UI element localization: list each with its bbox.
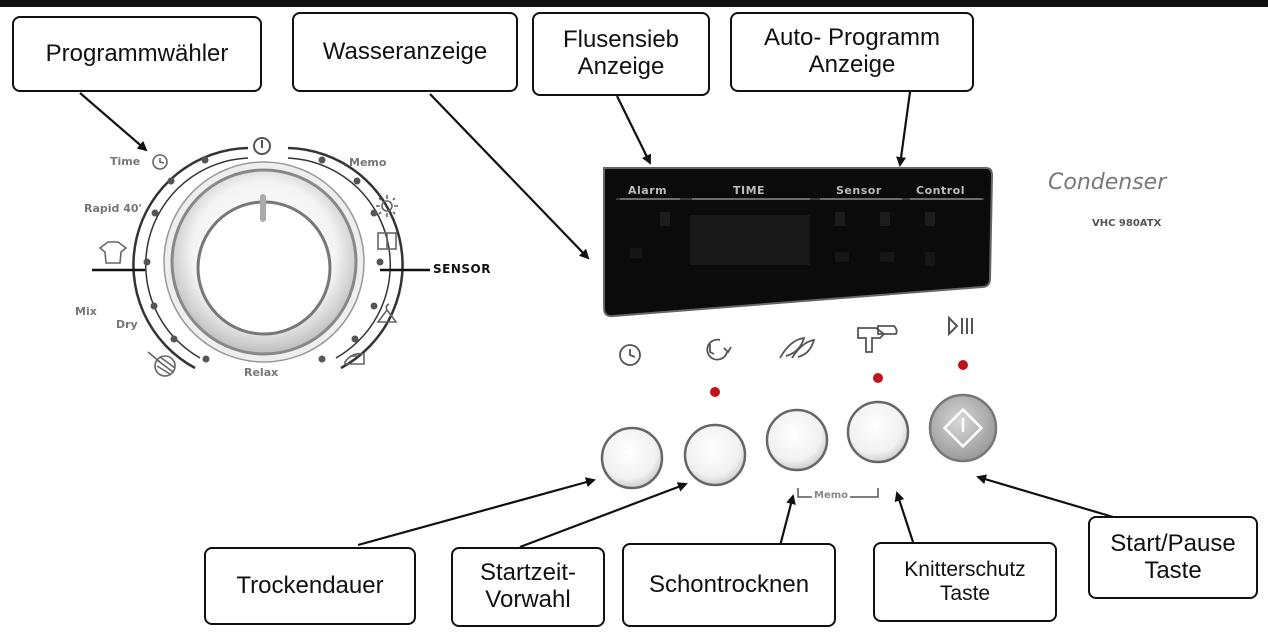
start-led: [958, 360, 968, 370]
dial-label-sensor: SENSOR: [433, 262, 491, 276]
display-label-sensor: Sensor: [836, 184, 882, 197]
clock-icon: [152, 154, 168, 170]
dial-label-memo: Memo: [349, 156, 387, 169]
hanger-icon: [376, 303, 398, 323]
iron-icon: [344, 352, 365, 365]
start-pause-button[interactable]: [928, 393, 998, 463]
dial-label-dry: Dry: [116, 318, 138, 331]
dial-label-time: Time: [110, 155, 141, 168]
top-border: [0, 0, 1268, 7]
display-label-alarm: Alarm: [628, 184, 668, 197]
callout-trockendauer: Trockendauer: [204, 547, 416, 625]
callout-programmwaehler: Programmwähler: [12, 16, 262, 92]
dial-label-mix: Mix: [75, 305, 97, 318]
gentle-dry-button[interactable]: [765, 408, 829, 472]
drying-time-button[interactable]: [600, 426, 664, 490]
feather-icon: [779, 336, 816, 359]
callout-wasseranzeige: Wasseranzeige: [292, 12, 518, 92]
brand-name: Condenser: [1048, 170, 1167, 195]
dial-label-relax: Relax: [244, 366, 279, 379]
callout-schontrocknen: Schontrocknen: [622, 543, 836, 627]
callout-start-pause: Start/Pause Taste: [1088, 516, 1258, 599]
shirt-iron-icon: [857, 325, 898, 353]
delay-led: [710, 387, 720, 397]
callout-startzeit: Startzeit- Vorwahl: [451, 547, 605, 627]
display-label-time: TIME: [733, 184, 766, 197]
display-label-control: Control: [916, 184, 965, 197]
callout-knitterschutz: Knitterschutz Taste: [873, 542, 1057, 622]
crease-guard-led: [873, 373, 883, 383]
callout-auto-programm: Auto- Programm Anzeige: [730, 12, 974, 92]
power-icon: [253, 137, 271, 155]
clock-icon: [619, 344, 641, 366]
dial-label-rapid: Rapid 40': [84, 202, 142, 215]
wool-icon: [147, 351, 176, 377]
memo-bracket: [797, 488, 812, 498]
window-icon: [377, 232, 397, 250]
delay-start-button[interactable]: [683, 423, 747, 487]
memo-label: Memo: [814, 490, 849, 501]
shirt-icon: [98, 241, 128, 264]
callout-flusensieb: Flusensieb Anzeige: [532, 12, 710, 96]
play-pause-icon: [948, 315, 973, 337]
model-number: VHC 980ATX: [1092, 218, 1162, 229]
crease-guard-button[interactable]: [846, 400, 910, 464]
callout-arrows: [79, 91, 1131, 549]
display-panel: [603, 167, 994, 318]
sun-icon: [376, 195, 398, 217]
delay-start-icon: [706, 338, 732, 361]
program-dial[interactable]: [92, 146, 430, 370]
